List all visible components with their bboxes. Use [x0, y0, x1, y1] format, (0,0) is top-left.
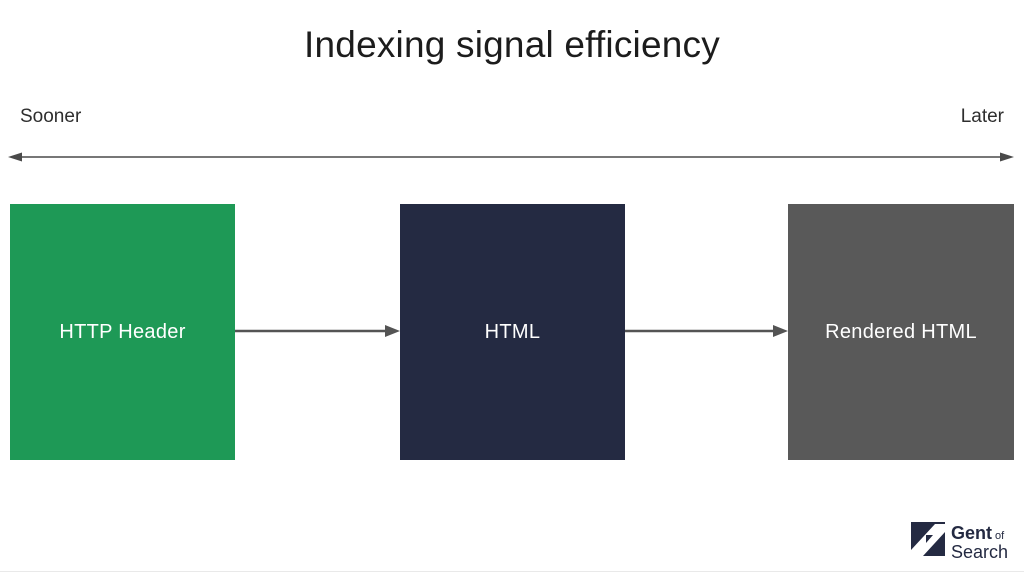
logo-word-of: of	[994, 530, 1005, 542]
flow-arrow-1-icon	[235, 325, 400, 337]
node-html-label: HTML	[484, 320, 541, 343]
left-arrowhead-icon	[8, 152, 22, 162]
logo-word-gent: Gent	[950, 523, 992, 543]
flow-arrow-2-icon	[625, 325, 788, 337]
timeline-label-later: Later	[960, 106, 1004, 127]
logo-word-search: Search	[950, 542, 1008, 562]
node-rendered-html-label: Rendered HTML	[825, 320, 977, 343]
logo-mark-icon	[910, 522, 945, 556]
node-http-header: HTTP Header	[10, 204, 235, 460]
node-rendered-html: Rendered HTML	[788, 204, 1014, 460]
bottom-divider	[0, 571, 1024, 572]
timeline-double-arrow-icon	[8, 152, 1014, 162]
page-title: Indexing signal efficiency	[304, 24, 720, 65]
right-arrowhead-icon	[1000, 152, 1014, 162]
node-http-header-label: HTTP Header	[59, 320, 186, 343]
timeline-label-sooner: Sooner	[20, 106, 82, 127]
node-html: HTML	[400, 204, 625, 460]
